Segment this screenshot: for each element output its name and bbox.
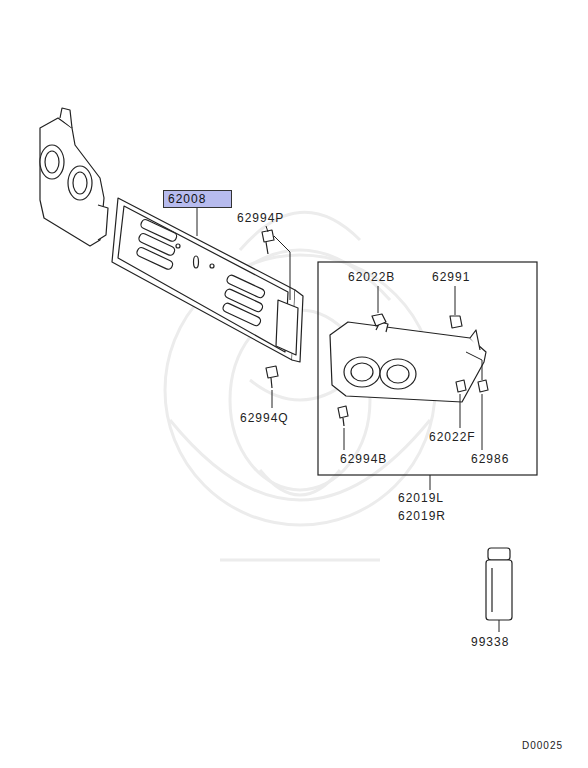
callout-number: D00025: [522, 739, 563, 753]
part-number: 62008: [168, 192, 227, 206]
corner-panel-left: [40, 118, 104, 246]
callout-number: 62022B: [348, 270, 395, 284]
callout-number: 62022F: [429, 430, 476, 444]
callout-number: 99338: [471, 635, 509, 649]
touch-up-bottle: [488, 548, 510, 560]
callout-number: 62994Q: [240, 411, 289, 425]
leader-lines: [197, 208, 499, 632]
grille-panel: [112, 198, 295, 360]
callout-number: 62991: [432, 270, 470, 284]
callout-number: 62994P: [237, 211, 284, 225]
corner-panel-right: [330, 322, 486, 402]
callout-number: 62019L: [398, 491, 444, 505]
bolt: [266, 366, 278, 378]
callout-number: 62019R: [398, 509, 446, 523]
highlighted-part-box: 62008: [163, 190, 232, 208]
callout-number: 62994B: [340, 452, 387, 466]
callout-number: 62986: [471, 452, 509, 466]
group-frame: [318, 262, 537, 475]
